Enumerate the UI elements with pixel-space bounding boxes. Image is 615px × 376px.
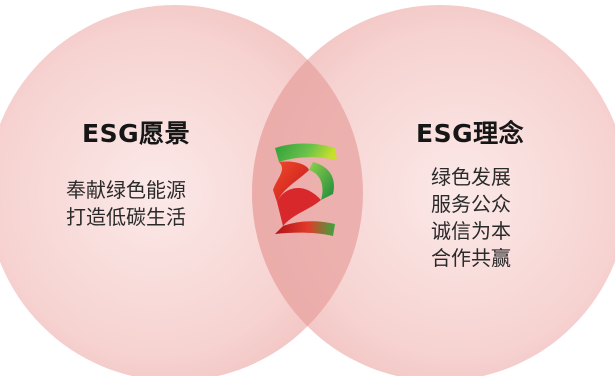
right-line: 合作共赢: [431, 246, 511, 270]
left-circle-lines: 奉献绿色能源 打造低碳生活: [66, 177, 186, 231]
right-circle-lines: 绿色发展 服务公众 诚信为本 合作共赢: [431, 164, 511, 272]
right-line: 绿色发展: [431, 165, 511, 189]
ribbon-logo-icon: [273, 143, 337, 236]
right-line: 诚信为本: [431, 219, 511, 243]
left-line: 打造低碳生活: [66, 205, 186, 229]
left-circle: [0, 5, 363, 376]
right-circle: [252, 5, 615, 376]
left-circle-title: ESG愿景: [82, 119, 191, 148]
right-line: 服务公众: [431, 192, 511, 216]
left-line: 奉献绿色能源: [66, 178, 186, 202]
right-circle-title: ESG理念: [416, 119, 525, 148]
